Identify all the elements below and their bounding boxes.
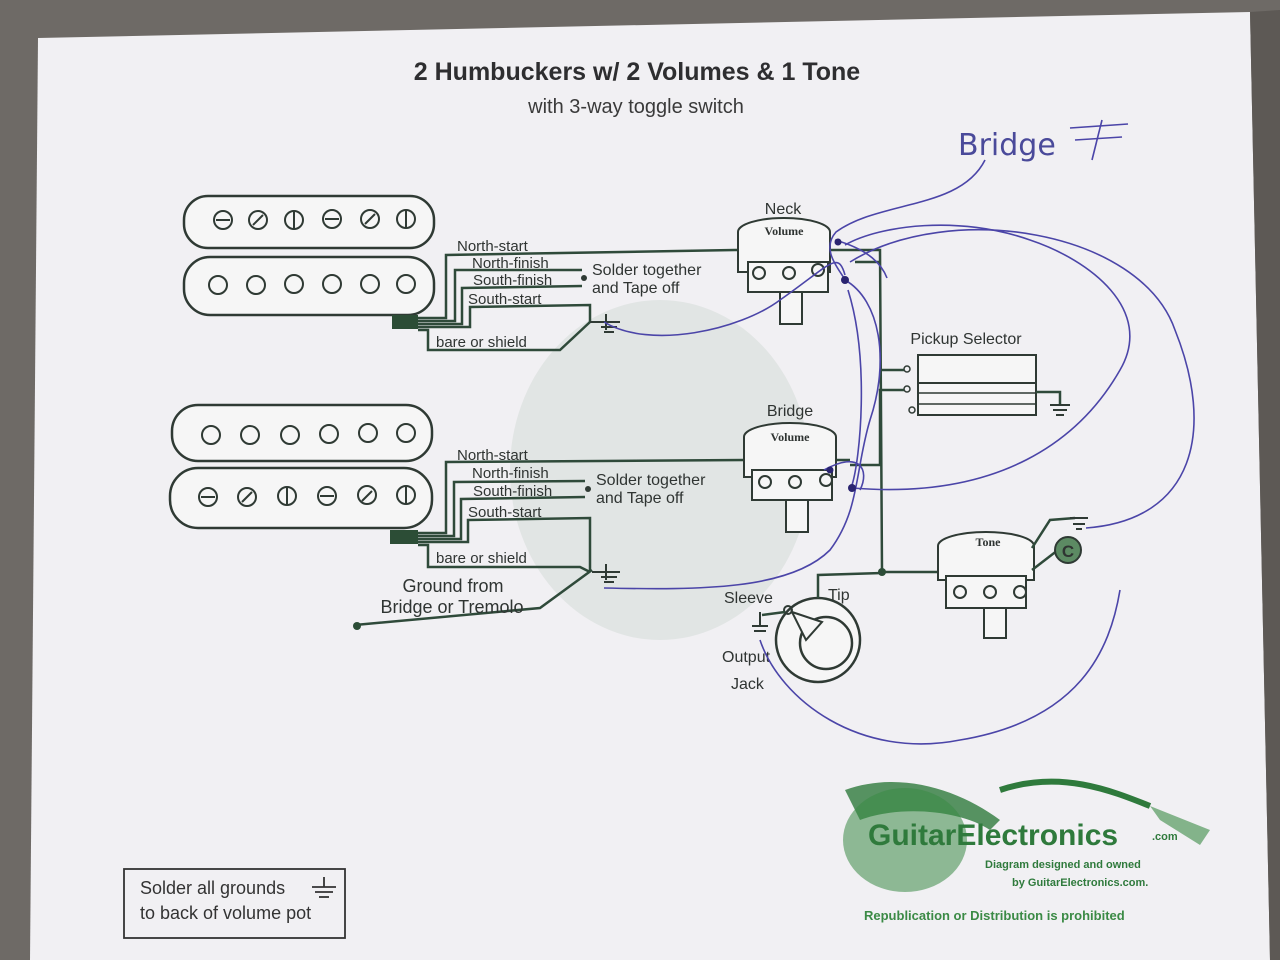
bridge-screw-slots xyxy=(201,487,407,504)
ground-note-2: Bridge or Tremolo xyxy=(380,597,523,617)
ground-box-line-1: Solder all grounds xyxy=(140,878,285,898)
neck-pot-label: Volume xyxy=(765,224,805,238)
neck-wire-south-start: South-start xyxy=(468,291,542,308)
neck-wire-bare: bare or shield xyxy=(436,334,527,351)
watermark xyxy=(510,300,810,640)
bridge-humbucker xyxy=(168,403,434,544)
bridge-volume-pot xyxy=(743,422,837,533)
bridge-pot-label: Volume xyxy=(771,430,811,444)
bridge-ground-icon xyxy=(592,564,620,583)
neck-wire-north-start: North-start xyxy=(457,238,529,255)
neck-solder-note-2: and Tape off xyxy=(592,280,680,297)
tone-pot xyxy=(937,516,1076,639)
bridge-wire-bare: bare or shield xyxy=(436,550,527,567)
handwritten-wires xyxy=(603,159,1195,745)
pickup-selector-switch xyxy=(903,354,1070,416)
capacitor-ground-icon xyxy=(1070,517,1088,530)
neck-wire-north-finish: North-finish xyxy=(472,255,549,272)
logo-line-1: Diagram designed and owned xyxy=(985,859,1141,871)
ground-note-box xyxy=(123,868,346,939)
tone-pot-label: Tone xyxy=(976,535,1002,549)
ground-note-1: Ground from xyxy=(402,576,503,596)
output-jack xyxy=(752,571,883,684)
capacitor-label: C xyxy=(1062,542,1074,561)
bridge-wire-north-finish: North-finish xyxy=(472,465,549,482)
bridge-wire-south-start: South-start xyxy=(468,504,542,521)
neck-screw-slots xyxy=(216,211,407,228)
ground-symbol-icon xyxy=(312,877,336,898)
neck-volume-pot xyxy=(737,217,831,325)
logo-notice: Republication or Distribution is prohibi… xyxy=(864,908,1125,923)
logo-line-2: by GuitarElectronics.com. xyxy=(1012,877,1148,889)
bridge-pot-heading: Bridge xyxy=(767,403,813,420)
bridge-solder-note-1: Solder together xyxy=(596,472,706,489)
neck-pot-heading: Neck xyxy=(765,201,802,218)
guitar-electronics-logo xyxy=(843,778,1210,892)
selector-ground-icon xyxy=(1050,404,1070,416)
pickup-selector-label: Pickup Selector xyxy=(910,331,1022,348)
bridge-wire-south-finish: South-finish xyxy=(473,483,552,500)
neck-wire-south-finish: South-finish xyxy=(473,272,552,289)
handwritten-bridge-note: Bridge xyxy=(958,128,1056,163)
jack-label-1: Output xyxy=(722,649,771,666)
neck-leads xyxy=(418,248,884,573)
ground-box-line-2: to back of volume pot xyxy=(140,903,311,923)
neck-humbucker xyxy=(182,194,436,329)
handwritten-ground-symbol-icon xyxy=(1069,119,1129,161)
jack-sleeve-label: Sleeve xyxy=(724,590,773,607)
jack-label-2: Jack xyxy=(731,676,765,693)
bridge-polepieces xyxy=(198,423,416,507)
neck-solder-note-1: Solder together xyxy=(592,262,702,279)
bridge-wire-north-start: North-start xyxy=(457,447,529,464)
diagram-subtitle: with 3-way toggle switch xyxy=(527,96,744,118)
paper-shadow xyxy=(1250,10,1280,960)
jack-ground-icon xyxy=(752,612,768,632)
capacitor xyxy=(1054,536,1082,564)
logo-domain: .com xyxy=(1152,831,1178,843)
jack-tip-label: Tip xyxy=(828,587,850,604)
bridge-solder-note-2: and Tape off xyxy=(596,490,684,507)
diagram-title: 2 Humbuckers w/ 2 Volumes & 1 Tone xyxy=(414,58,861,86)
neck-top-polepieces xyxy=(208,209,416,295)
logo-brand: GuitarElectronics xyxy=(868,819,1118,852)
